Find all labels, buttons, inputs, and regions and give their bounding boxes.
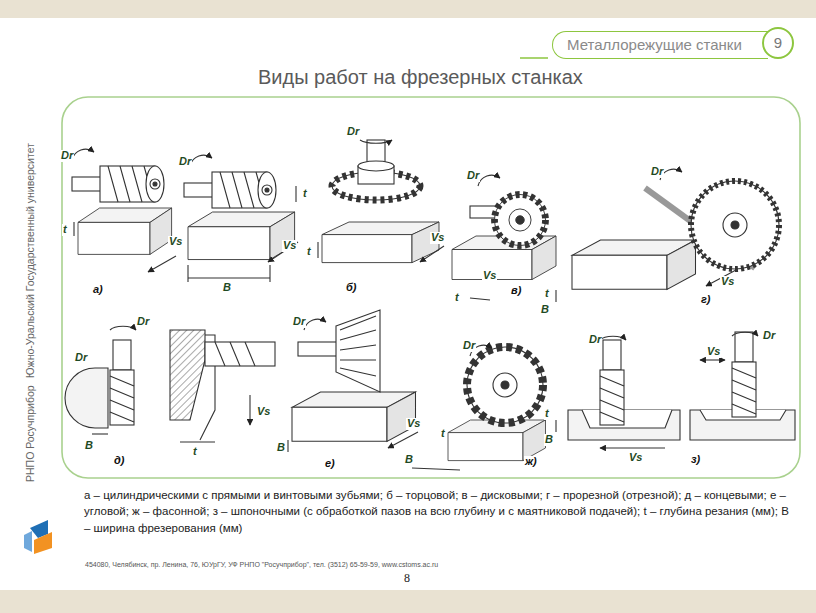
figure-letter: в) <box>510 285 522 297</box>
variable-label: Dr <box>60 150 74 162</box>
variable-label: Dr <box>136 316 150 328</box>
figure-letter: б) <box>345 282 357 294</box>
variable-label: Dr <box>346 126 360 138</box>
machining-figures <box>65 140 795 470</box>
header-tab: Металлорежущие станки <box>552 31 768 59</box>
variable-label: Vs <box>256 406 271 418</box>
variable-label: Dr <box>292 316 306 328</box>
variable-label: B <box>276 442 286 454</box>
variable-label: Vs <box>706 346 721 358</box>
variable-label: Vs <box>406 418 421 430</box>
figure-letter: ж) <box>524 456 538 468</box>
variable-label: B <box>404 454 414 466</box>
variable-label: t <box>544 288 550 300</box>
page-number: 8 <box>404 571 410 586</box>
variable-label: Dr <box>466 170 480 182</box>
variable-label: t <box>440 428 446 440</box>
variable-label: Vs <box>430 232 445 244</box>
variable-label: Dr <box>178 156 192 168</box>
variable-label: B <box>222 282 232 294</box>
caption: а – цилиндрическими с прямыми и винтовым… <box>84 487 796 536</box>
panel-outline <box>62 97 800 478</box>
variable-label: Dr <box>762 330 776 342</box>
variable-label: t <box>62 224 68 236</box>
variable-label: t <box>306 246 312 258</box>
footer-address: 454080, Челябинск, пр. Ленина, 76, ЮУрГУ… <box>85 561 438 568</box>
page-circle: 9 <box>762 27 794 59</box>
variable-label: B <box>540 304 550 316</box>
figure-letter: а) <box>92 284 104 296</box>
node-text: Металлорежущие станки <box>567 36 742 54</box>
frame-bar <box>0 590 816 613</box>
figure-letter: д) <box>113 455 125 467</box>
variable-label: Vs <box>628 452 643 464</box>
variable-label: Vs <box>482 270 497 282</box>
variable-label: Vs <box>282 240 297 252</box>
figure-letter: г) <box>700 294 712 306</box>
variable-label: Dr <box>650 166 664 178</box>
variable-label: Dr <box>74 352 88 364</box>
figure-letter: е) <box>324 458 336 470</box>
figure-letter: з) <box>690 454 701 466</box>
variable-label: t <box>192 446 198 458</box>
variable-label: t <box>302 188 308 200</box>
side-text: РНПО Росучприбор <box>24 385 37 482</box>
variable-label: B <box>544 434 554 446</box>
variable-label: Dr <box>588 334 602 346</box>
logo <box>24 520 52 554</box>
variable-label: Vs <box>168 236 183 248</box>
variable-label: t <box>454 292 460 304</box>
frame-bar <box>0 0 816 18</box>
variable-label: B <box>84 440 94 452</box>
side-text: Южно-Уральский Государственный университ… <box>24 143 37 378</box>
page-title: Виды работ на фрезерных станках <box>258 66 583 89</box>
node-text: 9 <box>774 34 782 52</box>
variable-label: Dr <box>462 340 476 352</box>
header-line <box>520 57 548 59</box>
variable-label: Vs <box>720 276 735 288</box>
variable-label: t <box>544 408 550 420</box>
